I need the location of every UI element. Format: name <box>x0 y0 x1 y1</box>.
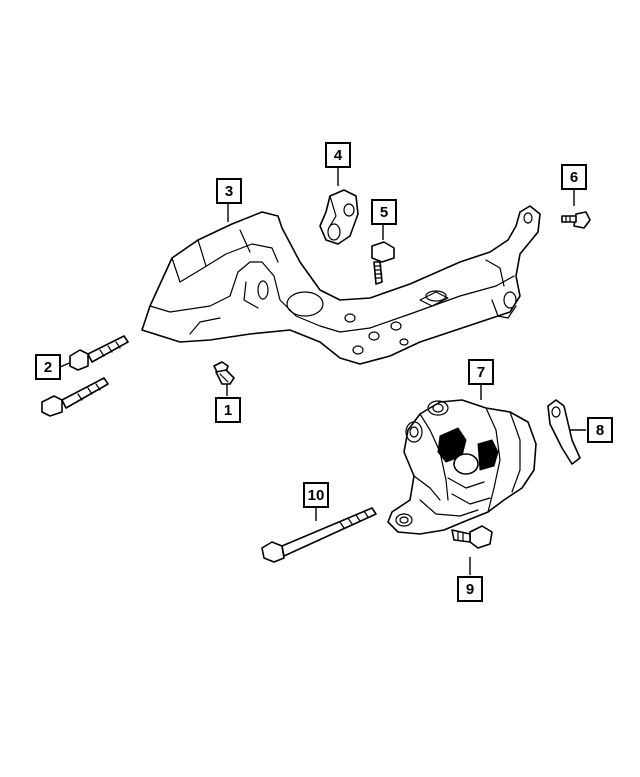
engine-mount <box>387 399 537 535</box>
callout-5: 5 <box>371 199 397 225</box>
bolt-5 <box>371 241 395 285</box>
bolt-6 <box>561 211 591 229</box>
leader-lines <box>59 168 586 575</box>
callout-1: 1 <box>215 397 241 423</box>
mount-tab <box>547 399 581 465</box>
callout-2: 2 <box>35 354 61 380</box>
mounting-clip <box>319 189 359 245</box>
bolt-9 <box>451 525 493 549</box>
callout-6: 6 <box>561 164 587 190</box>
callout-7: 7 <box>468 359 494 385</box>
bolt-1 <box>213 361 235 385</box>
callout-3: 3 <box>216 178 242 204</box>
callout-9: 9 <box>457 576 483 602</box>
callout-8: 8 <box>587 417 613 443</box>
crossmember-bracket <box>141 205 541 365</box>
callout-10: 10 <box>303 482 329 508</box>
bolt-10 <box>261 507 377 563</box>
callout-4: 4 <box>325 142 351 168</box>
bolts-2 <box>41 335 129 417</box>
